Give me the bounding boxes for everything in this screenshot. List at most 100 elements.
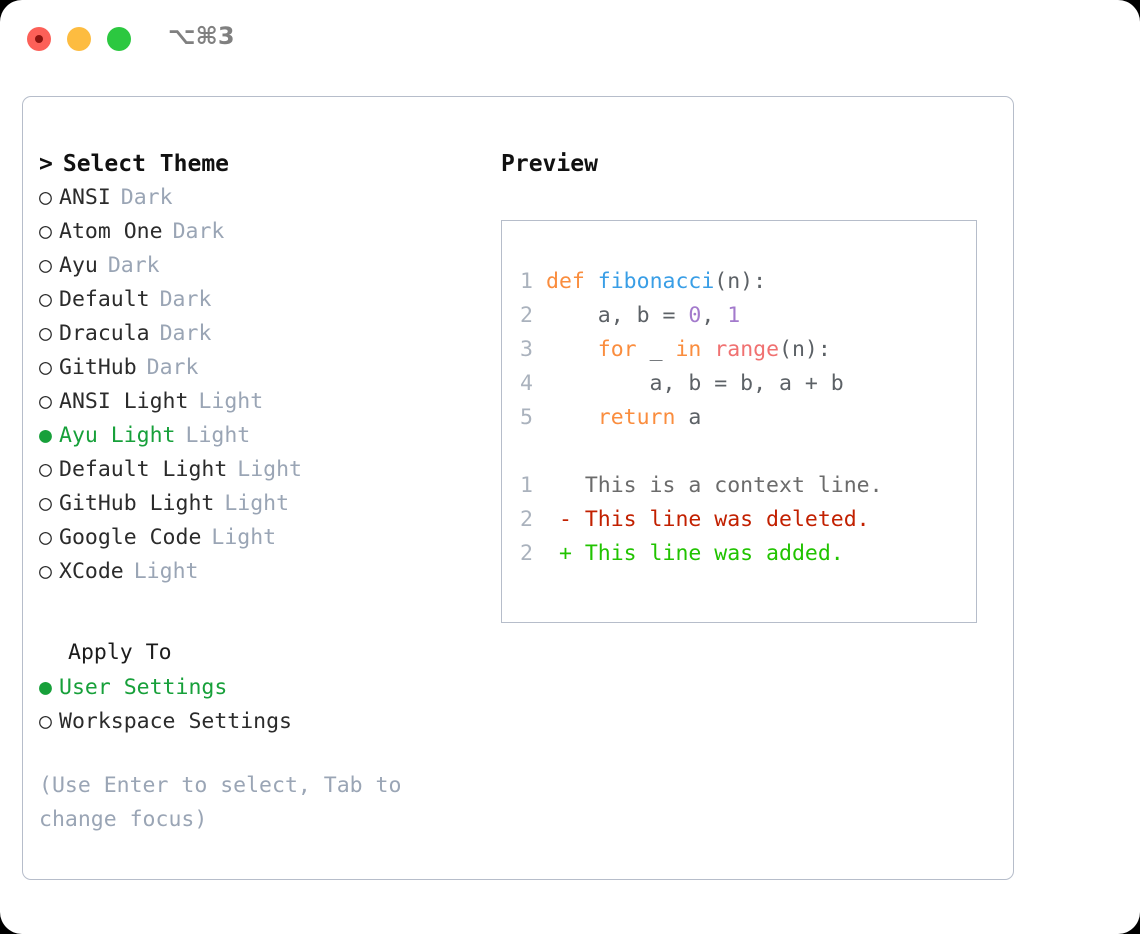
code-token (546, 337, 598, 362)
apply-to-item-label: User Settings (59, 675, 228, 700)
code-token: a (675, 405, 702, 430)
radio-unselected-icon: ○ (39, 219, 52, 244)
theme-item-default[interactable]: ○ Default Dark (39, 283, 479, 317)
apply-to-header: Apply To (68, 640, 172, 665)
radio-unselected-icon: ○ (39, 457, 52, 482)
diff-sample: 1 This is a context line.2 - This line w… (520, 469, 976, 571)
theme-item-label: GitHub Light (59, 491, 215, 516)
code-token: , (701, 303, 728, 328)
caret-icon: > (39, 151, 53, 177)
code-token: _ (636, 337, 676, 362)
theme-item-ansi-light[interactable]: ○ ANSI Light Light (39, 385, 479, 419)
radio-unselected-icon: ○ (39, 389, 52, 414)
radio-unselected-icon: ○ (39, 525, 52, 550)
minimize-button[interactable] (67, 27, 91, 51)
radio-selected-icon: ● (39, 675, 52, 700)
theme-item-label: Ayu (59, 253, 98, 278)
line-number: 4 (520, 371, 533, 396)
diff-line: 2 + This line was added. (520, 537, 976, 571)
theme-item-variant: Light (185, 423, 251, 448)
close-icon (35, 35, 43, 43)
theme-item-label: XCode (59, 559, 124, 584)
radio-unselected-icon: ○ (39, 185, 52, 210)
theme-item-label: Default (59, 287, 150, 312)
code-token: 1 (727, 303, 741, 328)
code-line: 1 def fibonacci(n): (520, 265, 976, 299)
line-number: 3 (520, 337, 533, 362)
code-token: 0 (688, 303, 702, 328)
code-token: for (597, 337, 637, 362)
apply-to-item-workspace-settings[interactable]: ○Workspace Settings (39, 705, 479, 739)
theme-picker-header-label: Select Theme (62, 151, 230, 177)
theme-item-variant: Dark (120, 185, 173, 210)
theme-item-label: ANSI (59, 185, 111, 210)
theme-item-variant: Dark (107, 253, 160, 278)
theme-item-label: Dracula (59, 321, 150, 346)
apply-to-item-user-settings[interactable]: ● User Settings (39, 671, 479, 705)
theme-item-google-code[interactable]: ○ Google Code Light (39, 521, 479, 555)
theme-item-label: Default Light (59, 457, 228, 482)
theme-item-label: Ayu Light (59, 423, 176, 448)
theme-item-variant: Dark (159, 321, 212, 346)
code-line: 2 a, b = 0, 1 (520, 299, 976, 333)
theme-item-dracula[interactable]: ○ Dracula Dark (39, 317, 479, 351)
diff-text: This is a context line. (546, 473, 883, 498)
code-token (701, 337, 714, 362)
theme-item-variant: Light (224, 491, 290, 516)
theme-item-label: GitHub (59, 355, 137, 380)
diff-line: 1 This is a context line. (520, 469, 976, 503)
line-number: 2 (520, 303, 533, 328)
theme-item-ayu[interactable]: ○ Ayu Dark (39, 249, 479, 283)
theme-item-ansi[interactable]: ○ ANSI Dark (39, 181, 479, 215)
theme-item-variant: Dark (159, 287, 212, 312)
apply-to-list: ● User Settings ○Workspace Settings (39, 671, 479, 739)
line-number: 2 (520, 507, 533, 532)
radio-unselected-icon: ○ (39, 321, 52, 346)
code-token: def (546, 269, 585, 294)
code-token: return (597, 405, 676, 430)
code-token (585, 269, 598, 294)
radio-unselected-icon: ○ (39, 287, 52, 312)
line-number: 2 (520, 541, 533, 566)
code-token: fibonacci (597, 269, 715, 294)
line-number: 1 (520, 269, 533, 294)
title-bar: ⌥⌘3 (0, 0, 1140, 78)
radio-selected-icon: ● (39, 423, 52, 448)
diff-text: - This line was deleted. (546, 507, 870, 532)
diff-spacer (520, 435, 976, 469)
code-token: a, b = b, a + b (546, 371, 844, 396)
code-token: a, b = (546, 303, 689, 328)
keyboard-hint: (Use Enter to select, Tab to change focu… (39, 773, 402, 832)
theme-item-variant: Light (211, 525, 277, 550)
code-token (546, 405, 598, 430)
maximize-button[interactable] (107, 27, 131, 51)
theme-item-variant: Light (198, 389, 264, 414)
theme-item-label: Google Code (59, 525, 202, 550)
close-button[interactable] (27, 27, 51, 51)
section-spacer (39, 589, 479, 635)
code-token: (n): (714, 269, 767, 294)
diff-line: 2 - This line was deleted. (520, 503, 976, 537)
line-number: 1 (520, 473, 533, 498)
code-line: 5 return a (520, 401, 976, 435)
code-token: (n): (779, 337, 831, 362)
shortcut-label: ⌥⌘3 (168, 22, 235, 50)
code-token: range (714, 337, 780, 362)
radio-unselected-icon: ○ (39, 253, 52, 278)
hint-spacer (39, 739, 479, 769)
theme-item-label: ANSI Light (59, 389, 189, 414)
theme-picker-header: > Select Theme (39, 147, 479, 181)
line-number: 5 (520, 405, 533, 430)
theme-item-ayu-light[interactable]: ● Ayu Light Light (39, 419, 479, 453)
